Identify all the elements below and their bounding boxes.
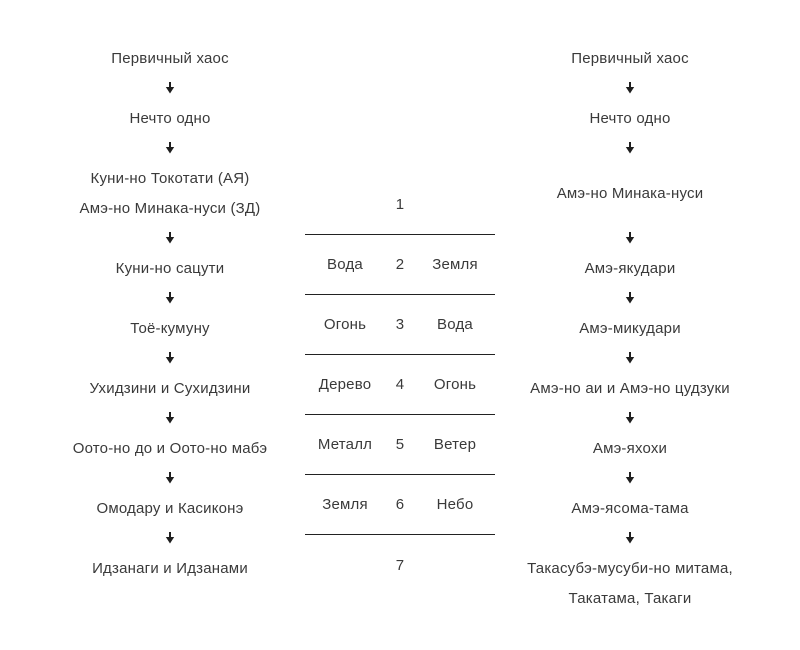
arrow-down-icon xyxy=(40,523,300,553)
table-cell-right-element: Земля xyxy=(432,256,478,273)
table-cell-number: 7 xyxy=(395,556,405,574)
genealogy-node: Первичный хаос xyxy=(111,49,229,67)
table-cell-number: 5 xyxy=(395,436,405,453)
table-row: Огонь 3 Вода xyxy=(305,295,495,355)
genealogy-node: Нечто одно xyxy=(129,109,211,127)
table-cell-right-element: Огонь xyxy=(433,376,477,393)
genealogy-node: Амэ-якудари xyxy=(584,259,676,277)
table-cell-right-element: Небо xyxy=(436,496,474,513)
table-cell-number: 4 xyxy=(395,376,405,393)
arrow-down-icon xyxy=(40,463,300,493)
table-row: Вода 2 Земля xyxy=(305,235,495,295)
genealogy-node: Ухидзини и Сухидзини xyxy=(89,379,251,397)
table-cell-left-element: Дерево xyxy=(318,376,372,393)
table-row: Металл 5 Ветер xyxy=(305,415,495,475)
genealogy-node: Такатама, Такаги xyxy=(568,589,692,607)
genealogy-node: Амэ-но аи и Амэ-но цудзуки xyxy=(530,379,730,397)
table-cell-left-element: Огонь xyxy=(323,316,367,333)
table-row: Земля 6 Небо xyxy=(305,475,495,535)
arrow-down-icon xyxy=(40,133,300,163)
arrow-down-icon xyxy=(500,463,760,493)
table-cell-left-element: Земля xyxy=(322,496,368,513)
table-cell-number: 3 xyxy=(395,316,405,333)
arrow-down-icon xyxy=(40,223,300,253)
arrow-down-icon xyxy=(500,223,760,253)
arrow-down-icon xyxy=(40,343,300,373)
table-cell-left-element: Вода xyxy=(327,256,363,273)
arrow-down-icon xyxy=(500,73,760,103)
arrow-down-icon xyxy=(40,283,300,313)
genealogy-node: Такасубэ-мусуби-но митама, xyxy=(527,559,733,577)
table-cell-number: 6 xyxy=(395,496,405,513)
genealogy-node: Амэ-микудари xyxy=(579,319,681,337)
genealogy-node: Амэ-но Минака-нуси (ЗД) xyxy=(79,199,261,217)
genealogy-node: Тоё-кумуну xyxy=(130,319,210,337)
arrow-down-icon xyxy=(500,283,760,313)
table-row: Дерево 4 Огонь xyxy=(305,355,495,415)
genealogy-node: Нечто одно xyxy=(589,109,671,127)
table-cell-right-element: Вода xyxy=(437,316,473,333)
genealogy-node: Оото-но до и Оото-но мабэ xyxy=(72,439,268,457)
arrow-down-icon xyxy=(500,133,760,163)
table-cell-number: 1 xyxy=(395,196,405,213)
genealogy-node: Идзанаги и Идзанами xyxy=(92,559,248,577)
table-cell-left-element: Металл xyxy=(317,436,373,453)
table-cell-number: 2 xyxy=(395,256,405,273)
arrow-down-icon xyxy=(500,523,760,553)
genealogy-node: Омодару и Касиконэ xyxy=(96,499,244,517)
genealogy-node: Амэ-яхохи xyxy=(592,439,668,457)
arrow-down-icon xyxy=(40,403,300,433)
arrow-down-icon xyxy=(500,403,760,433)
genealogy-node: Куни-но Токотати (АЯ) xyxy=(90,169,250,187)
table-row: 1 xyxy=(305,175,495,235)
genealogy-node: Амэ-ясома-тама xyxy=(571,499,689,517)
table-row: 7 xyxy=(305,535,495,595)
arrow-down-icon xyxy=(40,73,300,103)
arrow-down-icon xyxy=(500,343,760,373)
genealogy-node: Куни-но сацути xyxy=(115,259,225,277)
genealogy-node: Первичный хаос xyxy=(571,49,689,67)
table-cell-right-element: Ветер xyxy=(433,436,477,453)
genealogy-node: Амэ-но Минака-нуси xyxy=(556,184,704,202)
